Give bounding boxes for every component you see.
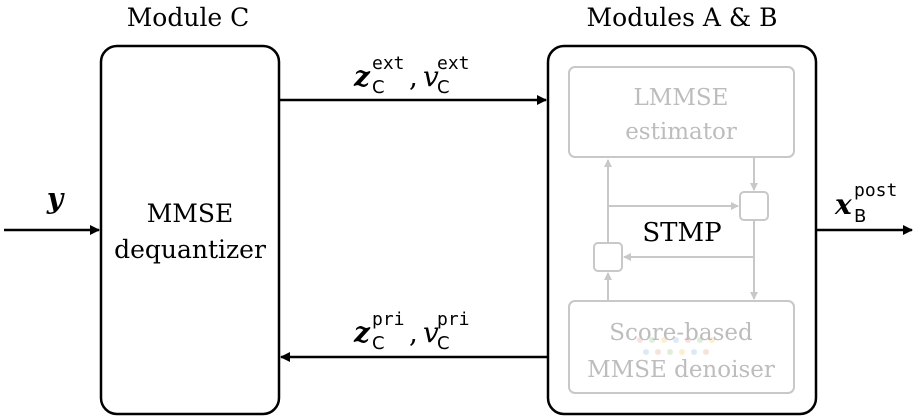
- ext-v-sup: ext: [437, 53, 470, 74]
- ext-label: z C ext , v C ext: [353, 53, 470, 98]
- denoiser-line2: MMSE denoiser: [587, 357, 775, 383]
- pri-v: v: [423, 316, 439, 349]
- ext-separator: ,: [409, 60, 418, 93]
- output-sub: B: [854, 206, 866, 227]
- pri-z-sup: pri: [372, 309, 405, 330]
- pri-v-sup: pri: [437, 309, 470, 330]
- pri-label: z C pri , v C pri: [353, 309, 470, 354]
- output-label: x B post: [834, 180, 897, 227]
- stmp-internal-arrows: [604, 157, 758, 301]
- lmmse-line1: LMMSE: [634, 85, 729, 111]
- input-label: y: [46, 182, 65, 215]
- lmmse-box: [568, 66, 795, 158]
- denoiser-box: [568, 300, 795, 394]
- pri-separator: ,: [409, 316, 418, 349]
- ext-z-sub: C: [372, 77, 385, 98]
- ext-v: v: [423, 60, 439, 93]
- stmp-label: STMP: [642, 218, 721, 248]
- pri-v-sub: C: [437, 333, 450, 354]
- pri-z-sub: C: [372, 333, 385, 354]
- module-c-line1: MMSE: [147, 199, 234, 228]
- ext-v-sub: C: [437, 77, 450, 98]
- ext-z: z: [353, 60, 371, 93]
- denoiser-dots-decoration: [637, 337, 715, 355]
- pri-z: z: [353, 316, 371, 349]
- module-c-line2: dequantizer: [114, 235, 266, 264]
- module-c-box: [99, 44, 281, 416]
- ext-z-sup: ext: [372, 53, 405, 74]
- output-sup: post: [854, 180, 897, 201]
- output-var: x: [834, 188, 852, 221]
- modules-ab-title: Modules A & B: [587, 3, 778, 32]
- denoiser-line1: Score-based: [609, 320, 753, 346]
- lmmse-line2: estimator: [625, 119, 737, 145]
- module-c-title: Module C: [127, 3, 250, 32]
